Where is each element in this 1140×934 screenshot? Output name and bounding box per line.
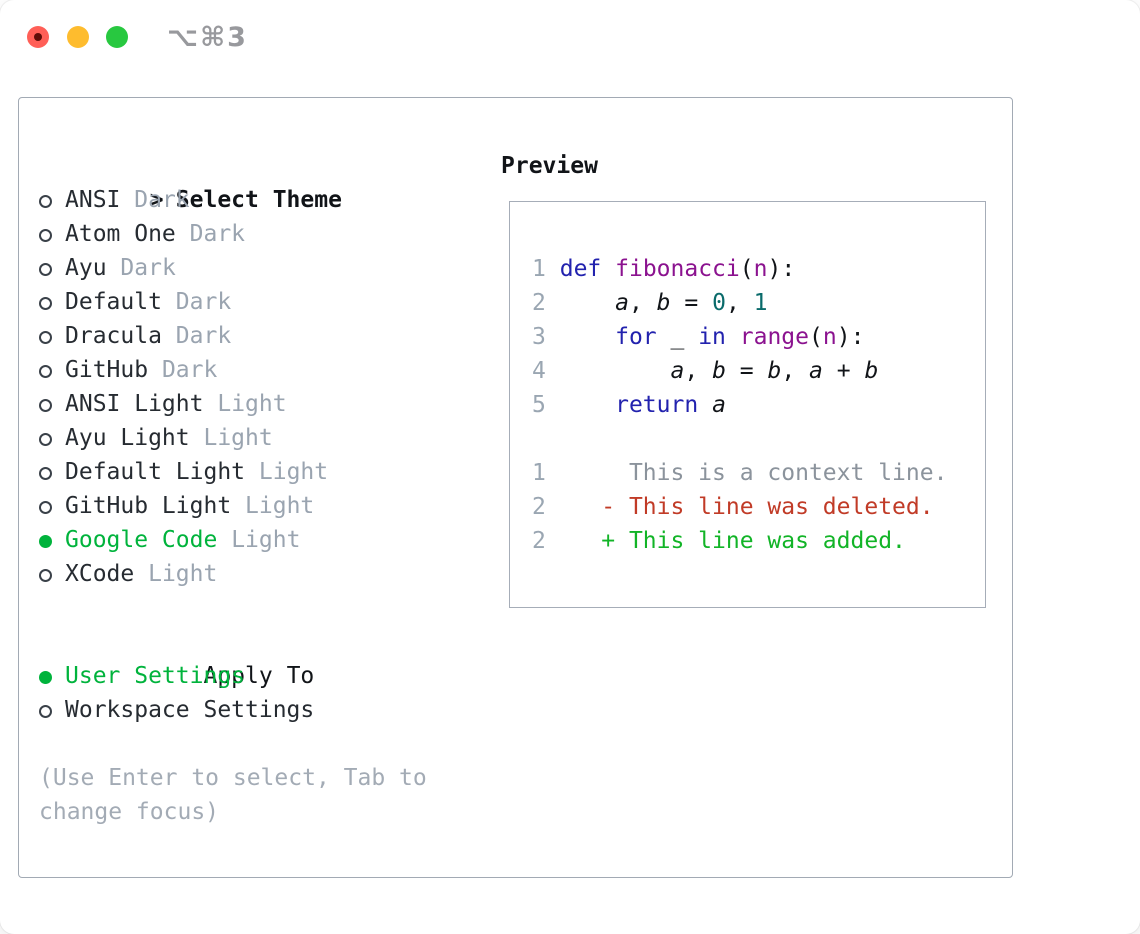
radio-icon: [39, 263, 52, 276]
apply-option-workspace-settings[interactable]: Workspace Settings: [39, 693, 459, 727]
line-number: 1: [532, 460, 546, 486]
theme-variant: Light: [258, 459, 329, 485]
theme-variant: Light: [148, 561, 218, 587]
titlebar: ⌥⌘3: [0, 0, 1140, 72]
code-line: 2 a, b = 0, 1: [532, 290, 768, 316]
theme-option-atom-one-dark[interactable]: Atom One Dark: [39, 217, 459, 251]
theme-option-ayu-light-light[interactable]: Ayu Light Light: [39, 421, 459, 455]
apply-to-header: Apply To: [39, 625, 459, 689]
minimize-button[interactable]: [67, 26, 89, 48]
selection-arrow-icon: >: [149, 187, 164, 213]
code-line: 4 a, b = b, a + b: [532, 358, 879, 384]
diff-line-deleted: 2 - This line was deleted.: [532, 490, 975, 524]
apply-to-label: Apply To: [203, 663, 315, 689]
theme-variant: Dark: [189, 221, 246, 247]
blank-line: [532, 422, 975, 456]
theme-option-ayu-dark[interactable]: Ayu Dark: [39, 251, 459, 285]
radio-icon: [39, 195, 52, 208]
select-theme-label: Select Theme: [175, 187, 342, 213]
line-number: 2: [532, 494, 546, 520]
apply-option-label: User Settings: [65, 663, 246, 689]
radio-icon: [39, 399, 52, 412]
zoom-button[interactable]: [106, 26, 128, 48]
theme-variant: Dark: [175, 323, 232, 349]
line-number: 2: [532, 290, 546, 316]
line-number: 2: [532, 528, 546, 554]
select-theme-header: > Select Theme: [39, 149, 459, 213]
preview-label: Preview: [501, 153, 598, 179]
window-title: ⌥⌘3: [167, 22, 248, 53]
line-number: 5: [532, 392, 546, 418]
theme-name: Default Light: [65, 459, 246, 485]
theme-option-ansi-dark[interactable]: ANSI Dark: [39, 183, 459, 217]
theme-variant: Dark: [120, 255, 176, 281]
theme-name: ANSI: [65, 187, 121, 213]
line-number: 1: [532, 256, 546, 282]
line-number: 4: [532, 358, 546, 384]
theme-name: Google Code: [65, 527, 218, 553]
radio-icon: [39, 229, 52, 242]
theme-option-xcode-light[interactable]: XCode Light: [39, 557, 459, 591]
theme-option-github-dark[interactable]: GitHub Dark: [39, 353, 459, 387]
code-line: 3 for _ in range(n):: [532, 324, 865, 350]
theme-name: Default: [65, 289, 162, 315]
radio-icon: [39, 467, 52, 480]
selected-radio-icon: [39, 535, 52, 548]
apply-option-user-settings[interactable]: User Settings: [39, 659, 459, 693]
theme-option-default-dark[interactable]: Default Dark: [39, 285, 459, 319]
diff-line-context: 1 This is a context line.: [532, 456, 975, 490]
radio-icon: [39, 569, 52, 582]
diff-text: + This line was added.: [545, 528, 906, 554]
apply-option-label: Workspace Settings: [65, 697, 315, 723]
code-line: 5 return a: [532, 392, 726, 418]
theme-name: Ayu Light: [65, 425, 190, 451]
theme-variant: Light: [203, 425, 273, 451]
theme-option-github-light-light[interactable]: GitHub Light Light: [39, 489, 459, 523]
theme-variant: Dark: [175, 289, 232, 315]
theme-option-dracula-dark[interactable]: Dracula Dark: [39, 319, 459, 353]
theme-variant: Light: [245, 493, 315, 519]
radio-icon: [39, 365, 52, 378]
line-number: 3: [532, 324, 546, 350]
radio-icon: [39, 297, 52, 310]
theme-name: Ayu: [65, 255, 107, 281]
theme-variant: Dark: [134, 187, 190, 213]
preview-box: 1 def fibonacci(n): 2 a, b = 0, 1 3 for _ …: [509, 201, 986, 608]
radio-icon: [39, 501, 52, 514]
preview-code: 1 def fibonacci(n): 2 a, b = 0, 1 3 for _ …: [532, 252, 975, 558]
radio-icon: [39, 705, 52, 718]
theme-option-ansi-light-light[interactable]: ANSI Light Light: [39, 387, 459, 421]
radio-icon: [39, 433, 52, 446]
diff-text: - This line was deleted.: [545, 494, 934, 520]
selected-radio-icon: [39, 671, 52, 684]
diff-line-added: 2 + This line was added.: [532, 524, 975, 558]
theme-name: ANSI Light: [65, 391, 204, 417]
radio-icon: [39, 331, 52, 344]
theme-variant: Light: [217, 391, 287, 417]
hint-text: (Use Enter to select, Tab to change focu…: [39, 765, 427, 825]
theme-name: Atom One: [65, 221, 176, 247]
code-line: 1 def fibonacci(n):: [532, 256, 796, 282]
theme-name: GitHub: [65, 357, 149, 383]
theme-name: XCode: [65, 561, 135, 587]
diff-text: This is a context line.: [545, 460, 948, 486]
theme-name: GitHub Light: [65, 493, 232, 519]
theme-variant: Light: [231, 527, 301, 553]
theme-name: Dracula: [65, 323, 162, 349]
close-button[interactable]: [27, 26, 49, 48]
theme-option-default-light-light[interactable]: Default Light Light: [39, 455, 459, 489]
theme-option-google-code-light[interactable]: Google Code Light: [39, 523, 459, 557]
theme-variant: Dark: [161, 357, 218, 383]
